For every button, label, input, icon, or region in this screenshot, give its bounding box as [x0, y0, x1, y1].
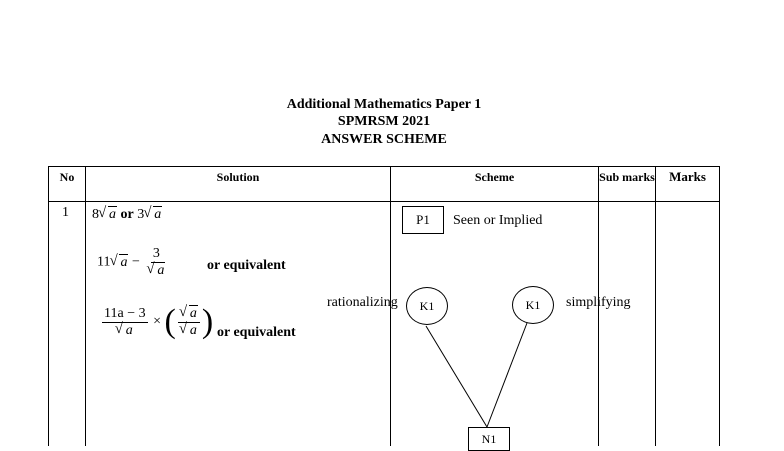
- question-number: 1: [62, 205, 69, 220]
- header-no: No: [59, 170, 75, 184]
- header-scheme: Scheme: [474, 170, 515, 184]
- document-subtitle: SPMRSM 2021: [337, 114, 431, 129]
- col-divider-solution: [85, 166, 86, 446]
- minus-sign: −: [131, 254, 140, 270]
- scheme-connector-lines: [425, 322, 528, 428]
- sqrt-a-1: a: [98, 204, 117, 224]
- k1-left-circle: K1: [406, 287, 448, 325]
- p1-note: Seen or Implied: [453, 213, 543, 228]
- document-type: ANSWER SCHEME: [321, 132, 447, 147]
- fraction-3-over-sqrt-a: 3 a: [145, 246, 167, 279]
- times-sign: ×: [153, 314, 161, 330]
- simplifying-label: simplifying: [566, 295, 631, 310]
- sqrt-a-3: a: [109, 252, 129, 272]
- or-equivalent-1: or equivalent: [207, 258, 286, 273]
- header-solution: Solution: [216, 170, 260, 184]
- col-divider-submarks: [598, 166, 599, 446]
- solution-line-2: 11a − 3 a: [97, 246, 169, 279]
- sqrt-a-2: a: [143, 204, 163, 224]
- header-marks: Marks: [669, 169, 706, 184]
- or-equivalent-2: or equivalent: [217, 325, 296, 340]
- coef-11: 11: [97, 254, 111, 270]
- connector-left: [425, 325, 488, 428]
- n1-mark-box: N1: [468, 427, 510, 451]
- k1-right-circle: K1: [512, 286, 554, 324]
- table-border-left: [48, 166, 49, 446]
- table-header-divider: [48, 201, 720, 202]
- table-border-top: [48, 166, 720, 167]
- solution-line-1: 8a or 3a: [92, 204, 163, 224]
- coef-8: 8: [92, 207, 99, 222]
- or-word: or: [120, 207, 134, 222]
- fraction-sqrt-over-sqrt: a a: [177, 304, 200, 339]
- header-sub-marks: Sub marks: [599, 170, 655, 184]
- p1-mark-box: P1: [402, 206, 444, 234]
- solution-line-3: 11a − 3 a × ( a a ): [100, 304, 213, 339]
- document-title: Additional Mathematics Paper 1: [286, 97, 482, 112]
- rationalizing-label: rationalizing: [327, 295, 398, 310]
- coef-3: 3: [137, 207, 145, 222]
- col-divider-scheme: [390, 166, 391, 446]
- col-divider-marks: [655, 166, 656, 446]
- connector-right: [486, 322, 528, 428]
- table-border-right: [719, 166, 720, 446]
- fraction-main: 11a − 3 a: [102, 306, 148, 339]
